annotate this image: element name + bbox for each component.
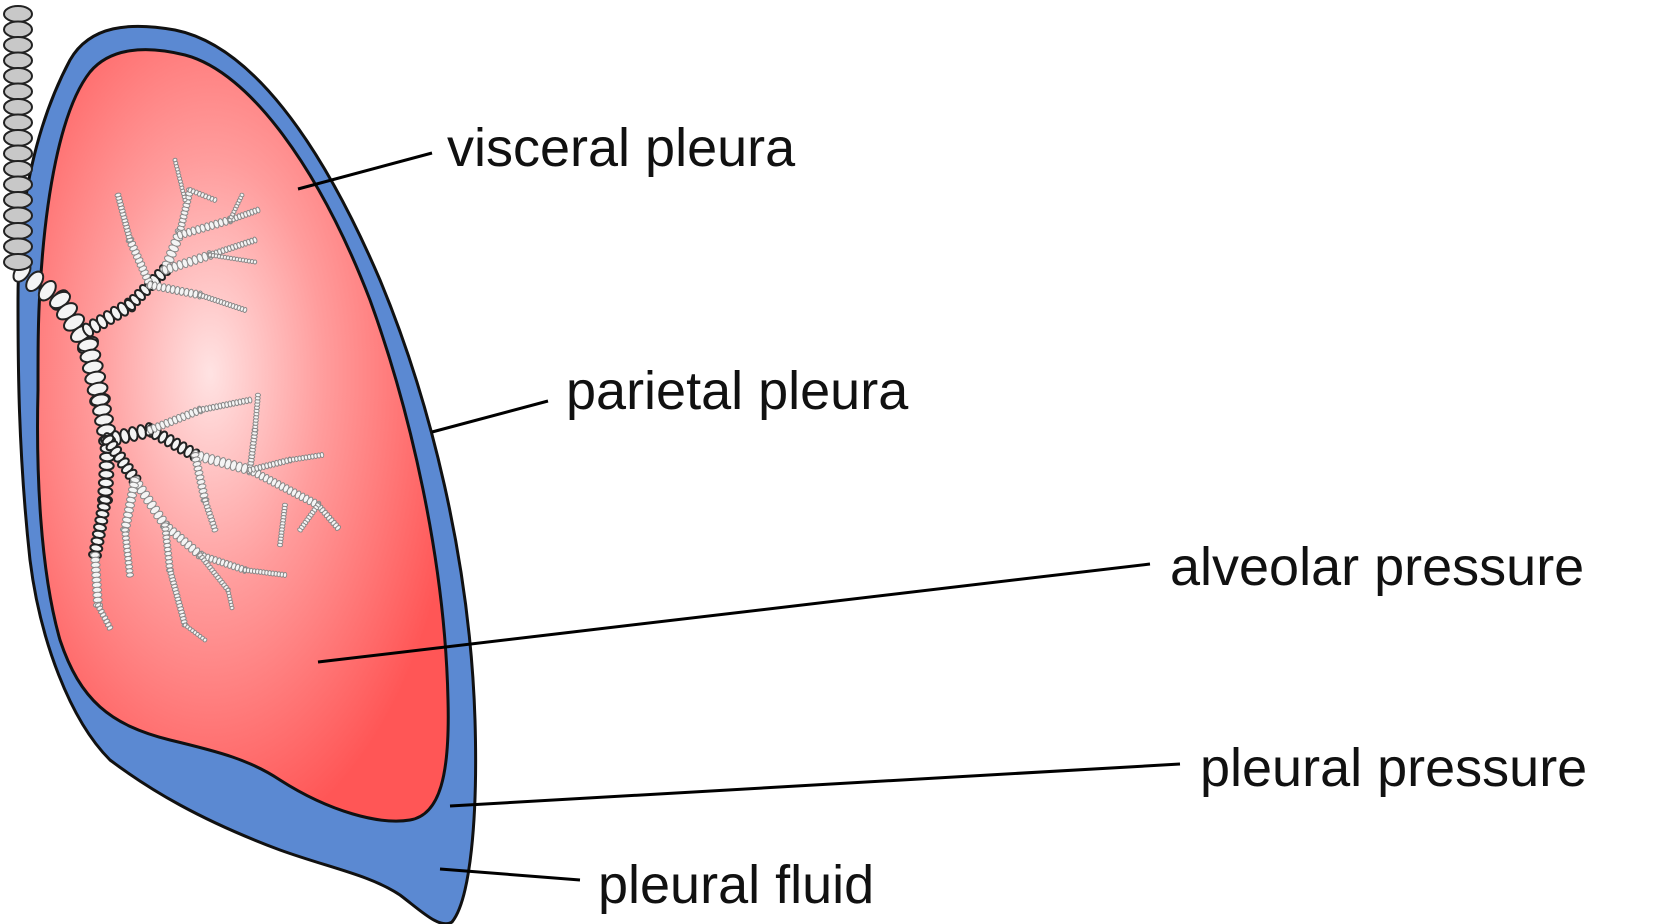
trachea-ring bbox=[4, 130, 32, 146]
pleural-pressure-label: pleural pressure bbox=[1200, 738, 1587, 798]
trachea-ring bbox=[4, 22, 32, 38]
trachea-ring bbox=[4, 37, 32, 53]
parietal-pleura-leader bbox=[432, 401, 548, 432]
trachea-ring bbox=[4, 177, 32, 193]
visceral-pleura-label: visceral pleura bbox=[447, 118, 796, 178]
trachea-ring bbox=[4, 192, 32, 208]
parietal-pleura-label: parietal pleura bbox=[566, 361, 909, 421]
trachea-ring bbox=[4, 161, 32, 177]
trachea-ring bbox=[4, 99, 32, 115]
trachea-ring bbox=[4, 208, 32, 224]
trachea-ring bbox=[4, 254, 32, 270]
trachea-ring bbox=[4, 68, 32, 84]
pleural-pressure-leader bbox=[450, 764, 1180, 806]
trachea-ring bbox=[4, 53, 32, 69]
trachea-ring bbox=[4, 115, 32, 131]
trachea-ring bbox=[4, 6, 32, 22]
trachea-ring bbox=[4, 84, 32, 100]
trachea-ring bbox=[4, 146, 32, 162]
trachea-ring bbox=[4, 223, 32, 239]
pleural-fluid-label: pleural fluid bbox=[598, 855, 874, 915]
trachea bbox=[4, 6, 32, 270]
alveolar-pressure-label: alveolar pressure bbox=[1170, 537, 1584, 597]
trachea-ring bbox=[4, 239, 32, 255]
